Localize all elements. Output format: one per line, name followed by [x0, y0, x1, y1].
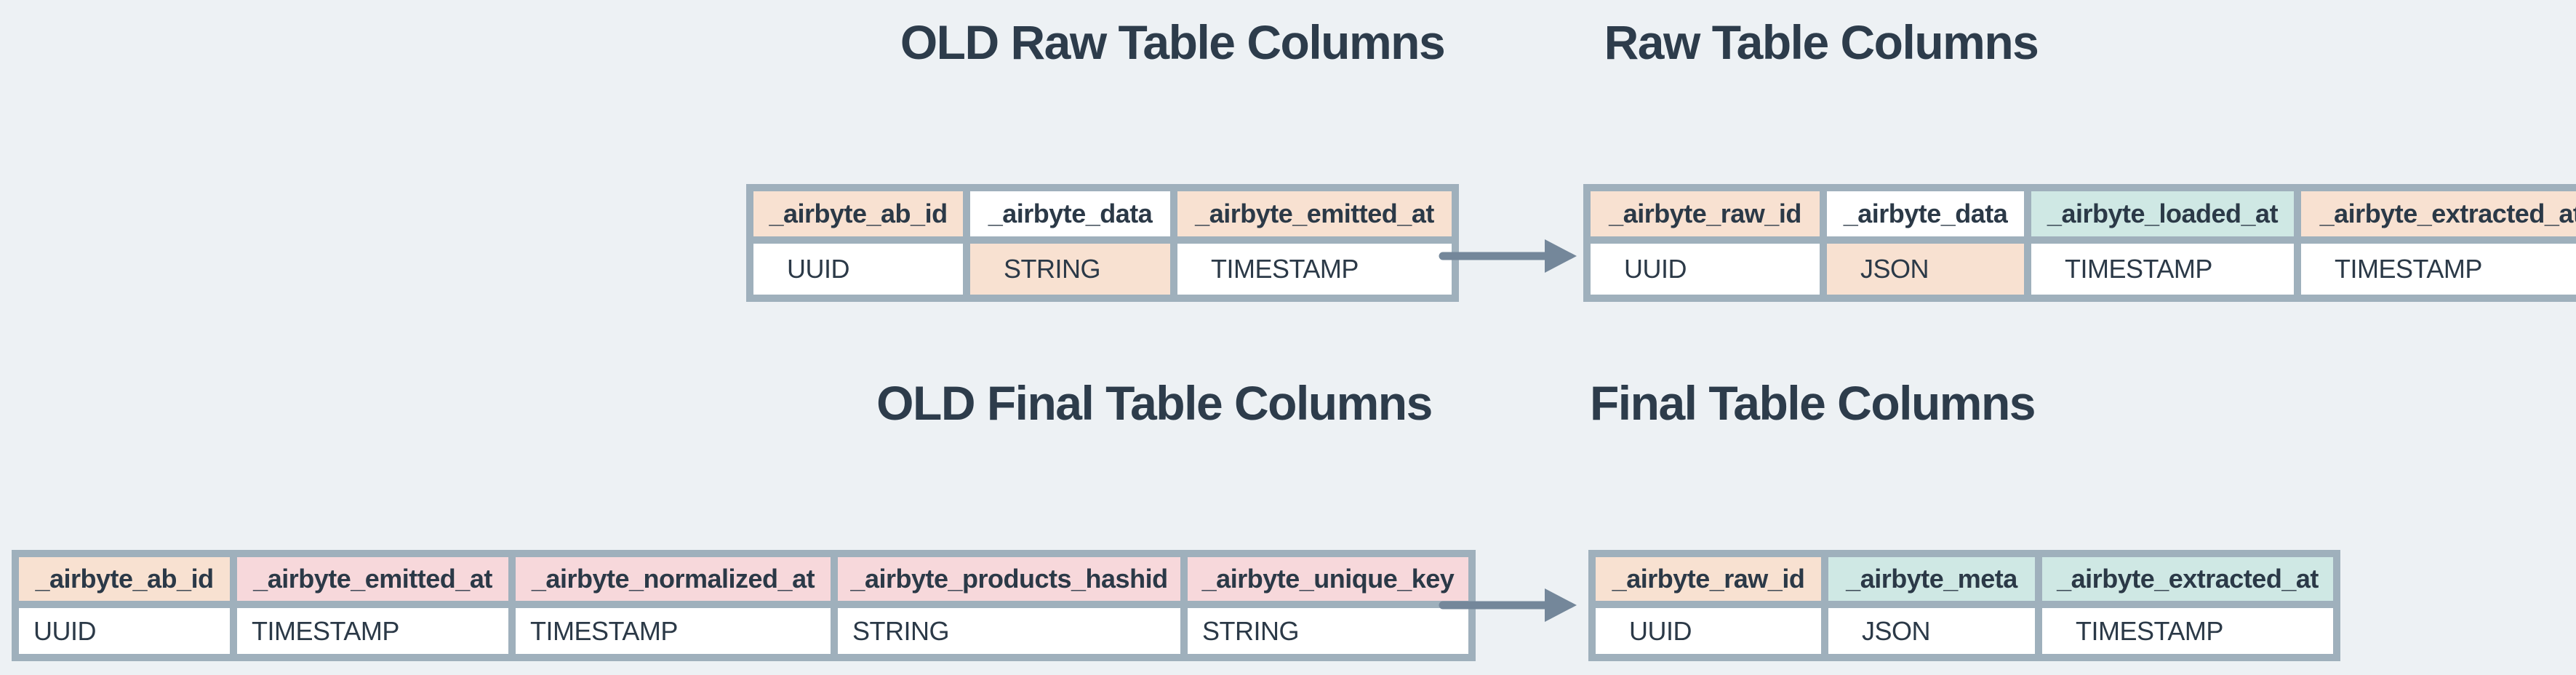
column-header-cell: _airbyte_emitted_at [1177, 191, 1452, 236]
old-final-table-columns-title: OLD Final Table Columns [876, 376, 1433, 430]
column-header-cell: _airbyte_unique_key [1188, 557, 1468, 601]
column-type-cell: JSON [1827, 244, 2024, 295]
old-raw-table-columns-title: OLD Raw Table Columns [900, 15, 1446, 69]
column-type-cell: STRING [838, 608, 1180, 654]
column-type-cell: TIMESTAMP [2031, 244, 2294, 295]
column-header-cell: _airbyte_loaded_at [2031, 191, 2294, 236]
table-raw-columns: _airbyte_raw_id_airbyte_data_airbyte_loa… [1583, 184, 2576, 302]
column-type-cell: TIMESTAMP [237, 608, 508, 654]
table-old-raw-columns: _airbyte_ab_id_airbyte_data_airbyte_emit… [746, 184, 1459, 302]
column-header-cell: _airbyte_meta [1828, 557, 2035, 601]
column-header-cell: _airbyte_extracted_at [2301, 191, 2576, 236]
table-final-columns: _airbyte_raw_id_airbyte_meta_airbyte_ext… [1588, 550, 2340, 661]
column-header-cell: _airbyte_emitted_at [237, 557, 508, 601]
column-type-cell: UUID [1596, 608, 1821, 654]
column-header-cell: _airbyte_raw_id [1596, 557, 1821, 601]
column-header-cell: _airbyte_ab_id [753, 191, 963, 236]
column-type-cell: STRING [970, 244, 1170, 295]
column-type-cell: STRING [1188, 608, 1468, 654]
column-type-cell: UUID [753, 244, 963, 295]
column-header-cell: _airbyte_extracted_at [2042, 557, 2333, 601]
raw-table-columns-title: Raw Table Columns [1604, 15, 2039, 69]
column-type-cell: TIMESTAMP [516, 608, 831, 654]
column-header-cell: _airbyte_ab_id [19, 557, 230, 601]
column-header-cell: _airbyte_normalized_at [516, 557, 831, 601]
column-header-cell: _airbyte_products_hashid [838, 557, 1180, 601]
arrow-right-icon [1439, 239, 1577, 273]
column-type-cell: JSON [1828, 608, 2035, 654]
column-header-cell: _airbyte_data [1827, 191, 2024, 236]
column-type-cell: TIMESTAMP [1177, 244, 1452, 295]
column-type-cell: UUID [19, 608, 230, 654]
column-type-cell: TIMESTAMP [2042, 608, 2333, 654]
column-type-cell: TIMESTAMP [2301, 244, 2576, 295]
column-header-cell: _airbyte_data [970, 191, 1170, 236]
column-header-cell: _airbyte_raw_id [1591, 191, 1820, 236]
column-type-cell: UUID [1591, 244, 1820, 295]
final-table-columns-title: Final Table Columns [1589, 376, 2036, 430]
table-old-final-columns: _airbyte_ab_id_airbyte_emitted_at_airbyt… [12, 550, 1476, 661]
